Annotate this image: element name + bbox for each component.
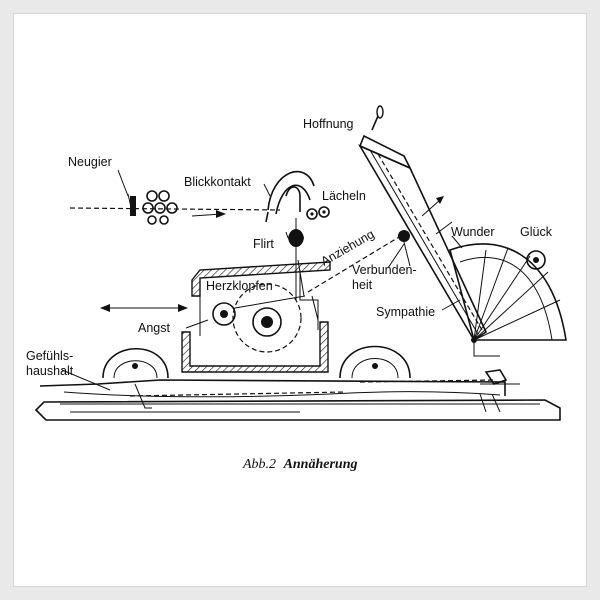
sector-wheel (449, 243, 567, 357)
label-flirt: Flirt (253, 237, 274, 251)
label-gefuehlshaushalt-line2: haushalt (26, 364, 74, 378)
label-blickkontakt: Blickkontakt (184, 175, 251, 189)
label-neugier: Neugier (68, 155, 112, 169)
leader-lines (61, 169, 463, 391)
label-angst: Angst (138, 321, 170, 335)
angst-arrow (100, 304, 188, 312)
right-wheel (339, 345, 411, 379)
label-glueck: Glück (520, 225, 553, 239)
label-herzklopfen: Herzklopfen (206, 279, 273, 293)
neugier-sensor (69, 190, 281, 225)
label-wunder: Wunder (451, 225, 495, 239)
label-gefuehlshaushalt-line1: Gefühls- (26, 349, 73, 363)
anziehung-line (307, 233, 405, 293)
verbundenheit-pivot (398, 230, 411, 267)
label-sympathie: Sympathie (376, 305, 435, 319)
figure-caption: Abb.2 Annäherung (242, 457, 358, 472)
hoffnung-lever (358, 105, 488, 342)
label-verbundenheit-line2: heit (352, 278, 373, 292)
caption-number: Abb.2 (242, 457, 276, 472)
blickkontakt-mechanism (265, 170, 330, 300)
label-verbundenheit-line1: Verbunden- (352, 263, 417, 277)
base-frame (34, 369, 561, 421)
caption-title: Annäherung (283, 457, 358, 472)
label-laecheln: Lächeln (322, 189, 366, 203)
left-wheel (102, 347, 169, 379)
label-hoffnung: Hoffnung (303, 117, 354, 131)
